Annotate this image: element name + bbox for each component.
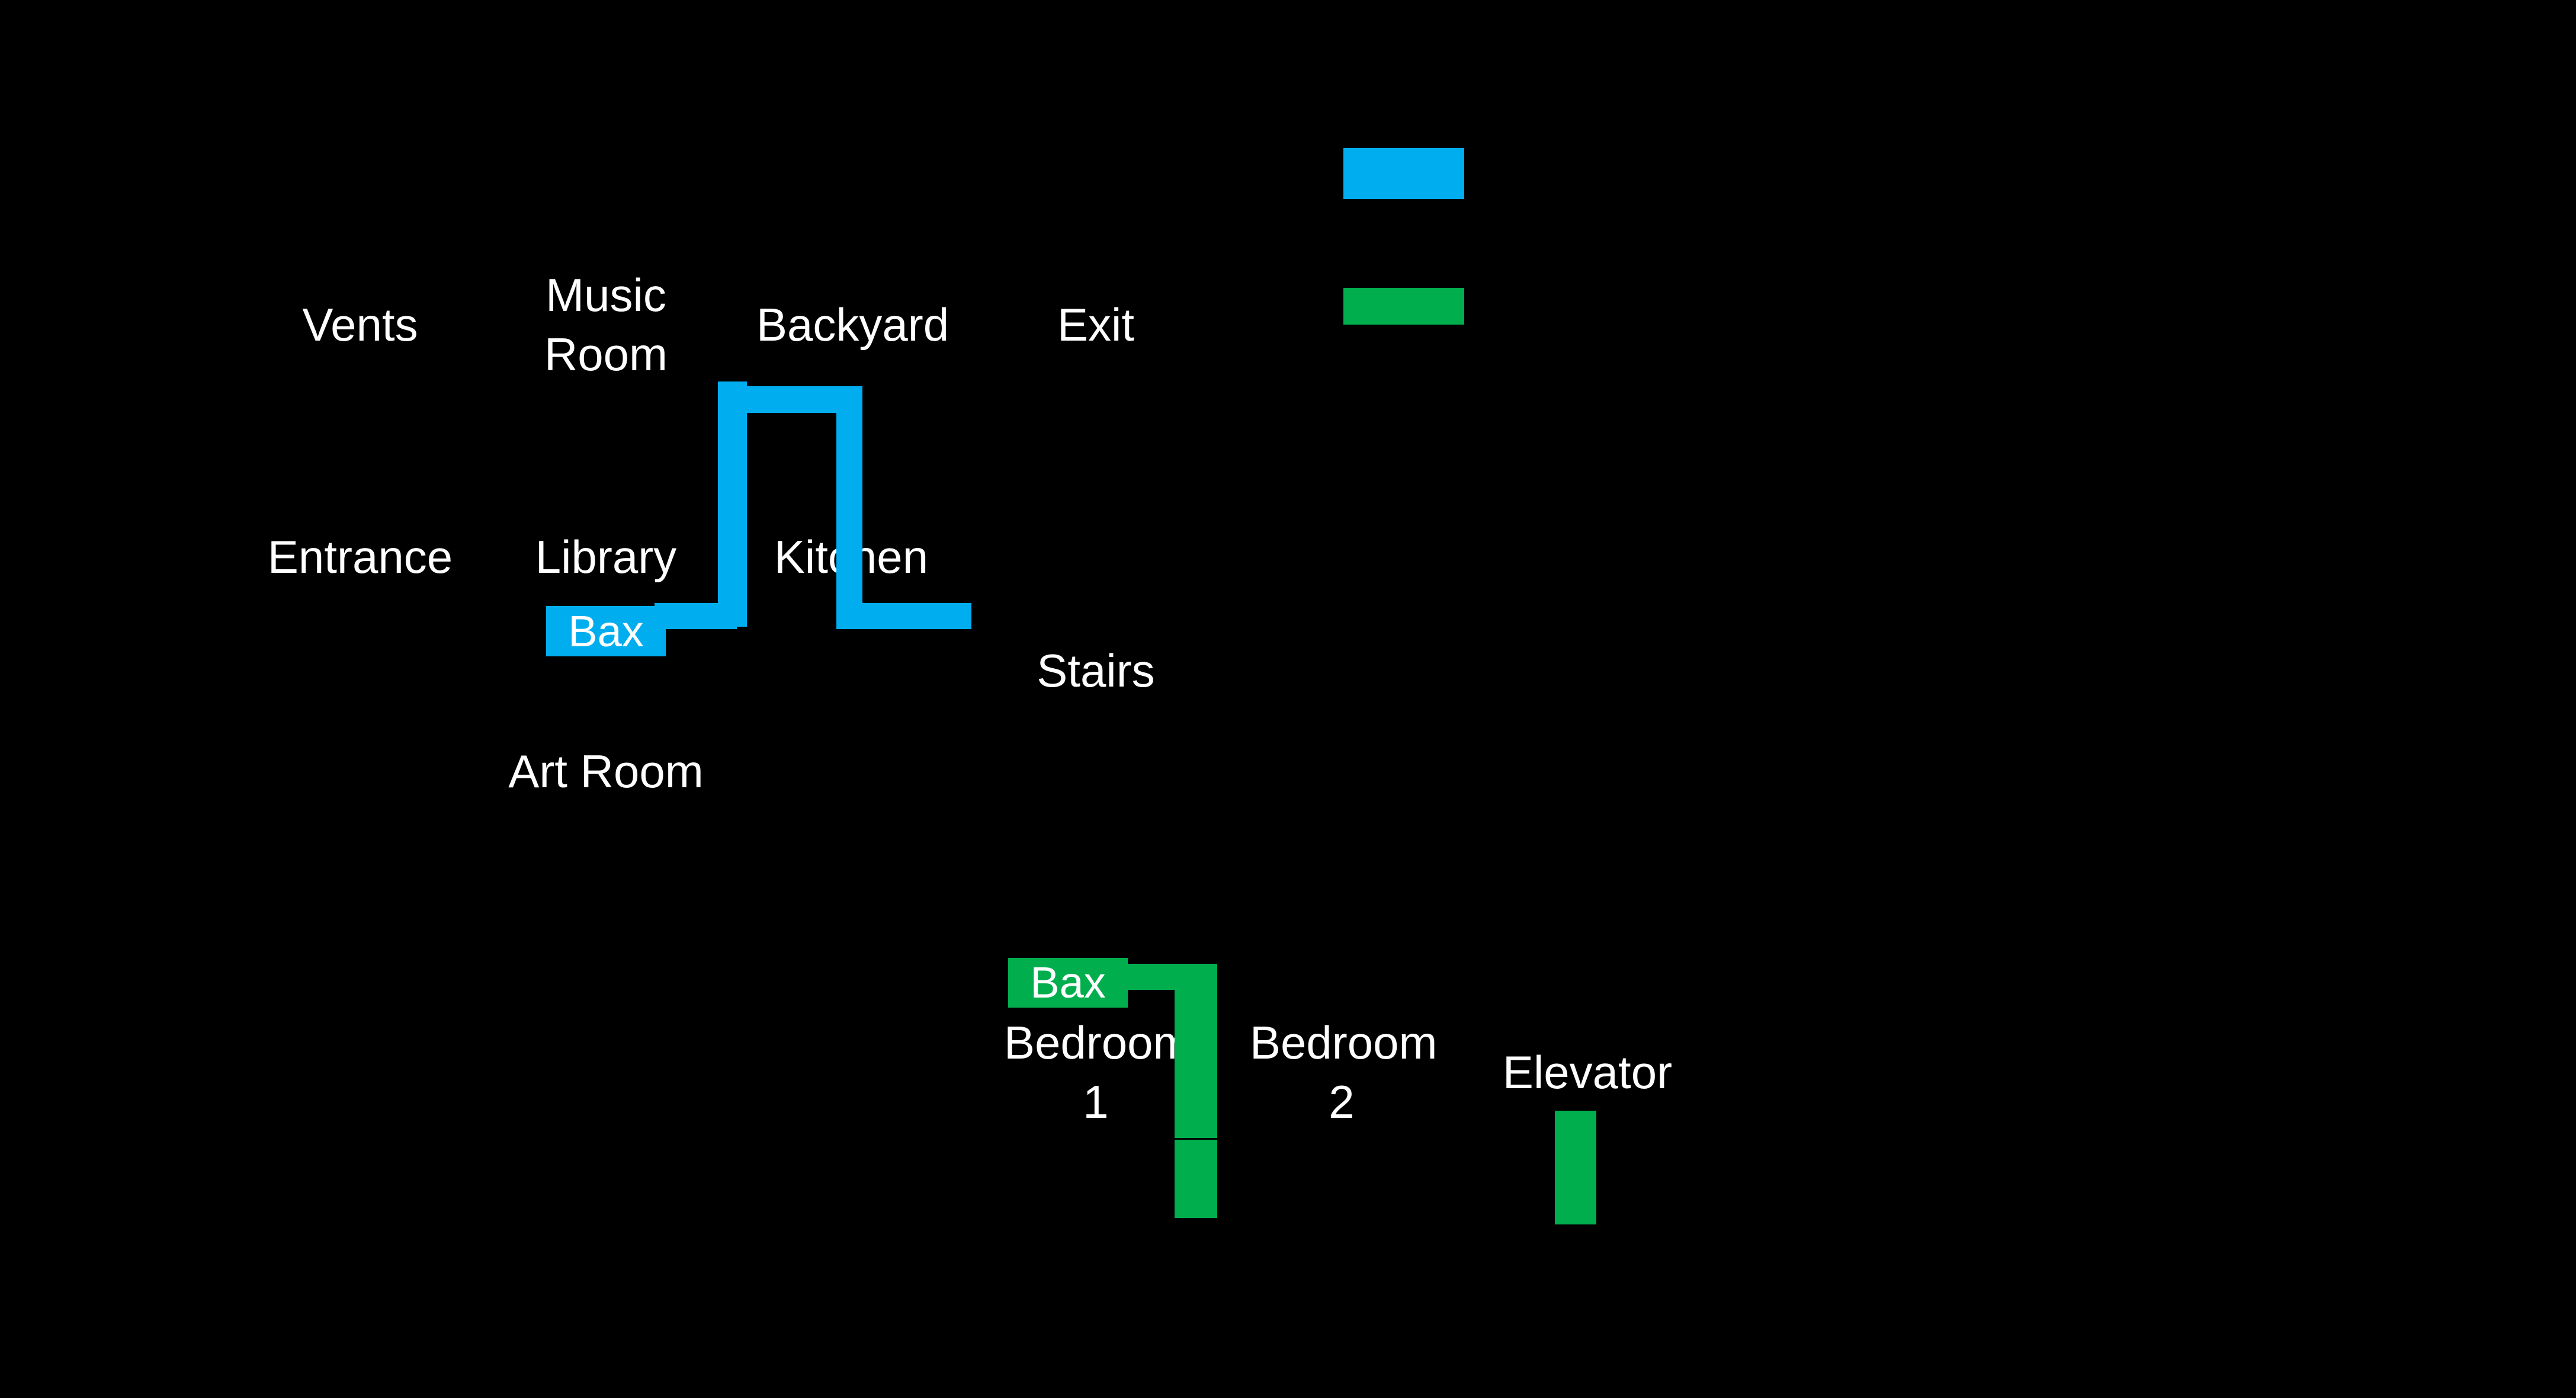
legend-swatch-legend-lower-floor — [1343, 288, 1464, 325]
marker-bax-upper-label: Bax — [568, 606, 644, 656]
room-label-vents: Vents — [302, 299, 418, 351]
room-label-stairs: Stairs — [1037, 645, 1155, 697]
room-label-elevator: Elevator — [1502, 1046, 1673, 1098]
room-label-entrance: Entrance — [267, 531, 453, 583]
room-label-backyard: Backyard — [756, 299, 949, 351]
room-label-exit: Exit — [1057, 299, 1135, 351]
marker-bax-upper[interactable]: Bax — [546, 606, 666, 656]
room-label-library: Library — [535, 531, 677, 583]
room-label-music-room: Music Room — [544, 269, 668, 380]
path-segment-seg-vertical-lower — [1175, 1140, 1217, 1218]
marker-bax-lower[interactable]: Bax — [1008, 958, 1128, 1008]
elevator-shaft-elevator-bar-upper — [1555, 1111, 1596, 1170]
path-segment-seg-vertical-upper — [1175, 964, 1217, 1138]
room-label-bedroom-2: Bedroom 2 — [1250, 1017, 1438, 1128]
legend-swatch-legend-upper-floor — [1343, 148, 1464, 199]
path-segment-seg-end-horizontal — [836, 603, 971, 629]
path-segment-seg-right-vertical — [836, 386, 862, 619]
marker-bax-lower-label: Bax — [1030, 958, 1106, 1007]
room-label-art-room: Art Room — [508, 745, 704, 797]
elevator-shaft-elevator-bar-lower — [1555, 1170, 1596, 1224]
path-segment-seg-left-vertical — [718, 381, 747, 627]
room-label-bedroom-1: Bedroom 1 — [1004, 1017, 1192, 1128]
